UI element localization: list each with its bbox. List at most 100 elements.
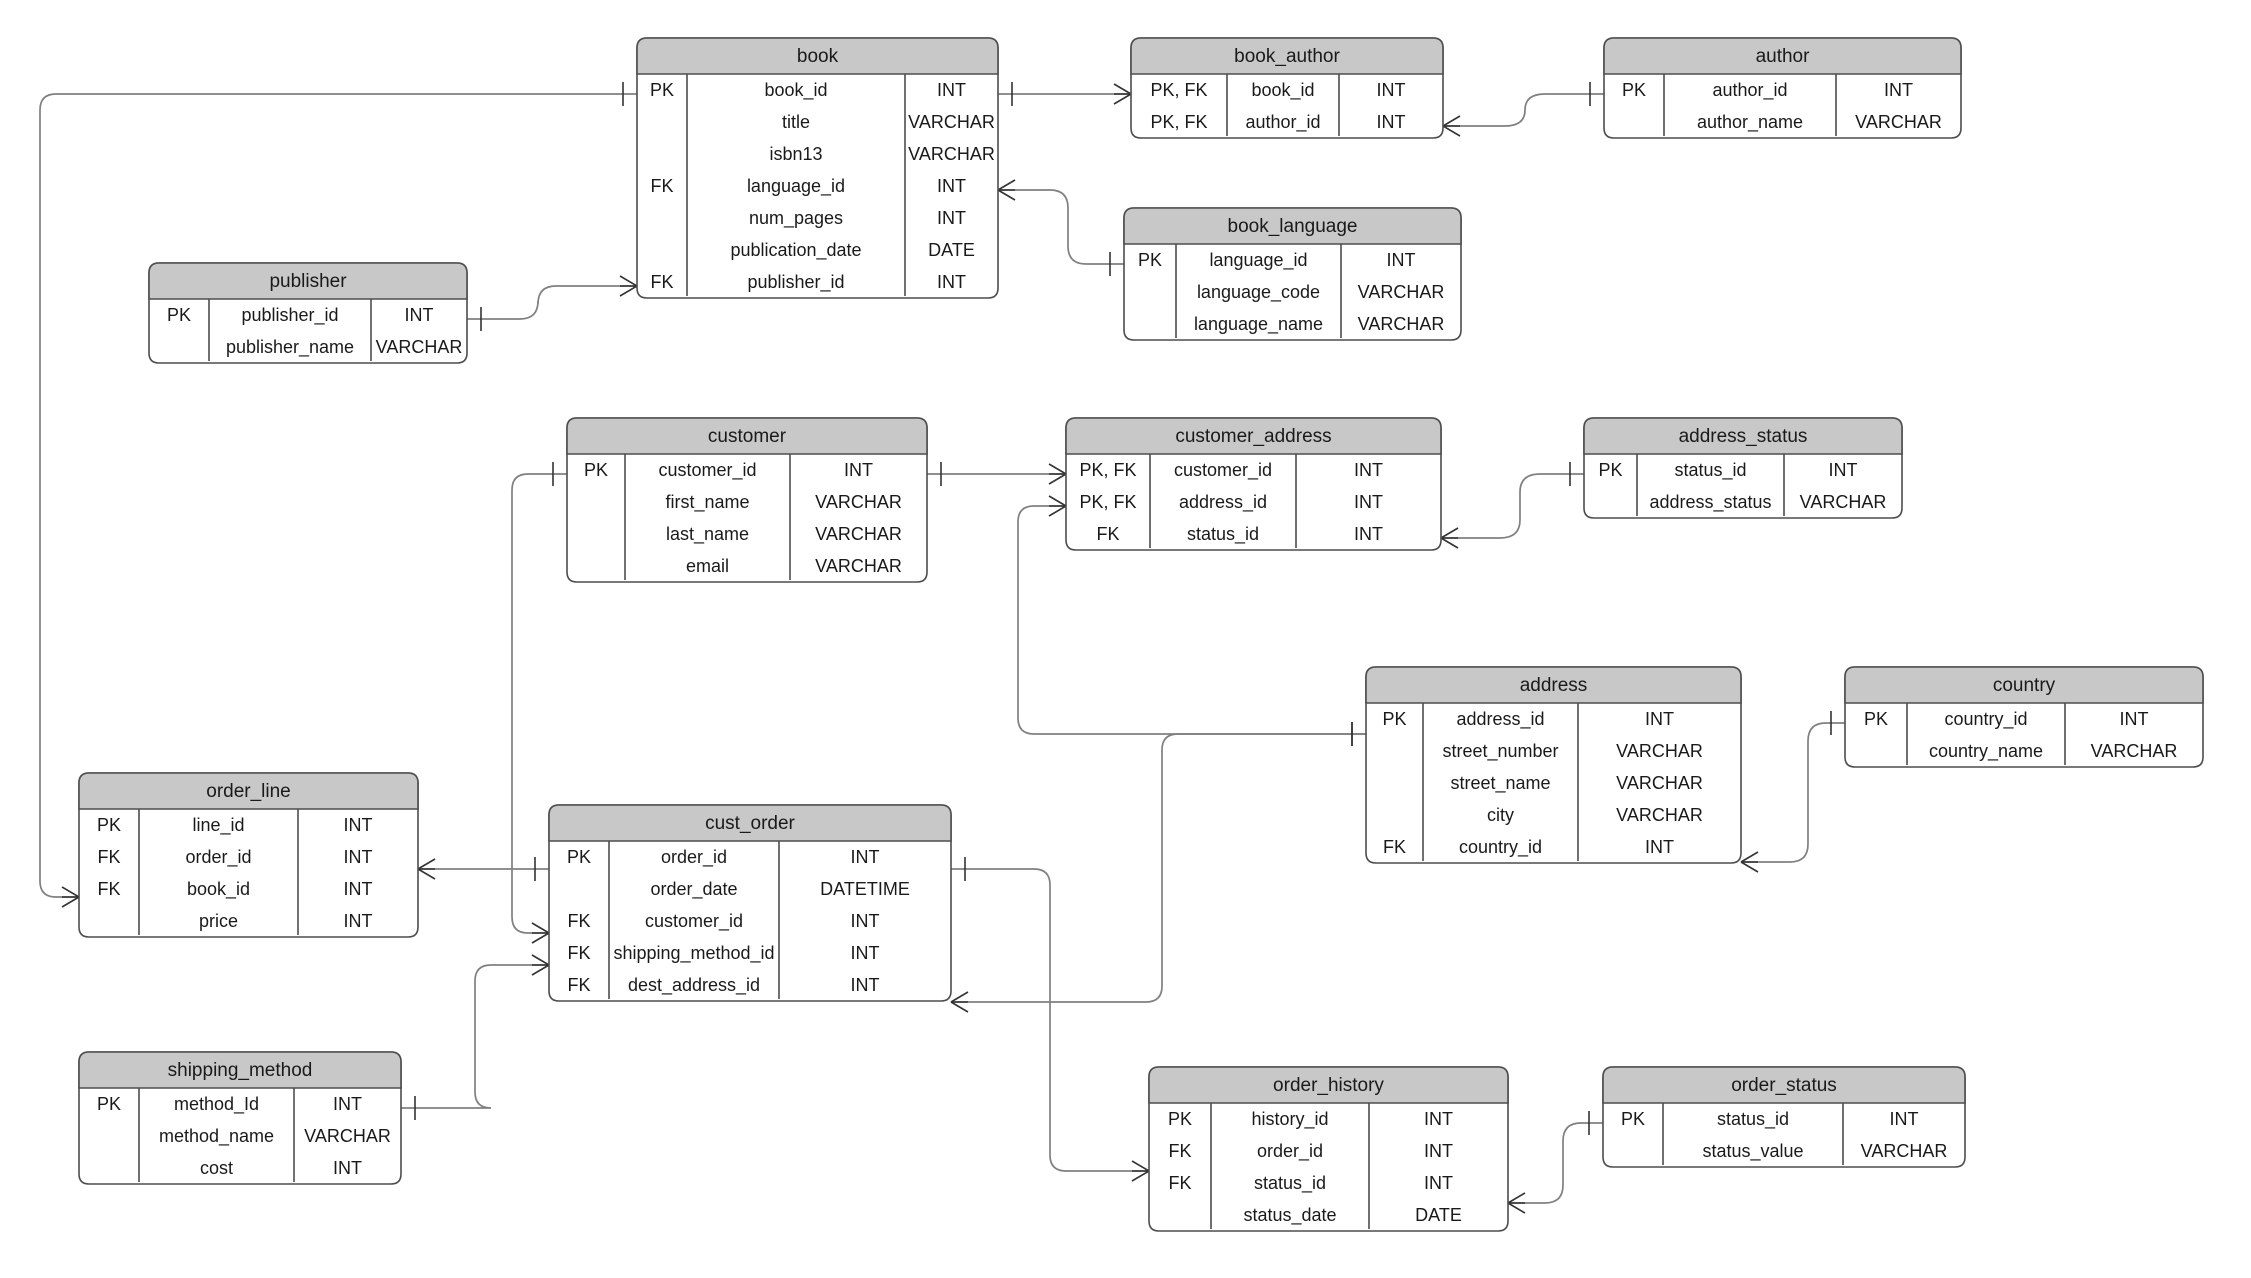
row-field-cell: status_value bbox=[1702, 1141, 1803, 1162]
relationship-link-customer_address-address[interactable] bbox=[1017, 505, 1366, 735]
row-type-cell: DATE bbox=[1415, 1205, 1462, 1225]
row-field-cell: last_name bbox=[666, 524, 749, 545]
row-field-cell: country_name bbox=[1929, 741, 2043, 762]
row-type-cell: INT bbox=[2120, 709, 2149, 729]
row-type-cell: VARCHAR bbox=[908, 112, 995, 132]
relationship-link-order_history-order_status[interactable] bbox=[1508, 1122, 1603, 1204]
row-key-cell: PK bbox=[97, 1094, 121, 1114]
table-title: book bbox=[797, 46, 839, 67]
cardinality-marker-many bbox=[531, 922, 550, 944]
row-key-cell: PK bbox=[1168, 1109, 1192, 1129]
table-header-band bbox=[566, 417, 928, 455]
table-header-band bbox=[148, 262, 468, 300]
table-header-band bbox=[1148, 1066, 1509, 1104]
relationship-link-cust_order-order_history[interactable] bbox=[951, 868, 1149, 1172]
relationship-link-address-country[interactable] bbox=[1741, 722, 1845, 863]
cardinality-marker-many bbox=[1113, 83, 1132, 105]
row-type-cell: VARCHAR bbox=[1358, 314, 1445, 334]
row-type-cell: INT bbox=[405, 305, 434, 325]
relationship-link-book_author-author[interactable] bbox=[1443, 93, 1604, 127]
row-key-cell: PK bbox=[1864, 709, 1888, 729]
relationship-link-customer-cust_order[interactable] bbox=[511, 473, 567, 934]
row-key-cell: PK, FK bbox=[1079, 460, 1136, 480]
cardinality-marker-many bbox=[61, 886, 80, 908]
table-title: cust_order bbox=[705, 813, 795, 834]
row-type-cell: INT bbox=[937, 208, 966, 228]
table-header-band bbox=[1603, 37, 1962, 75]
relationship-markers-layer bbox=[61, 82, 1832, 1214]
cardinality-marker-many bbox=[1048, 463, 1067, 485]
table-header-band bbox=[78, 1051, 402, 1089]
row-field-cell: publication_date bbox=[730, 240, 861, 261]
row-key-cell: PK bbox=[167, 305, 191, 325]
table-header-band bbox=[1602, 1066, 1966, 1104]
row-key-cell: PK bbox=[1382, 709, 1406, 729]
relationship-link-shipping_method-cust_order[interactable] bbox=[401, 964, 549, 1109]
table-row: PK publisher_id INT bbox=[167, 305, 434, 326]
table-title: book_language bbox=[1228, 216, 1358, 237]
row-field-cell: isbn13 bbox=[769, 144, 822, 164]
row-type-cell: INT bbox=[1645, 837, 1674, 857]
table-header-band bbox=[1065, 417, 1442, 455]
row-field-cell: method_Id bbox=[174, 1094, 259, 1115]
row-field-cell: publisher_name bbox=[226, 337, 354, 358]
row-field-cell: country_id bbox=[1459, 837, 1542, 858]
row-type-cell: VARCHAR bbox=[815, 556, 902, 576]
row-field-cell: author_id bbox=[1245, 112, 1320, 133]
relationship-links-layer bbox=[39, 93, 1845, 1204]
row-field-cell: status_id bbox=[1187, 524, 1259, 545]
relationship-link-book-order_line[interactable] bbox=[39, 93, 637, 898]
row-field-cell: publisher_id bbox=[241, 305, 338, 326]
relationship-link-address-cust_order[interactable] bbox=[951, 733, 1366, 1003]
row-type-cell: INT bbox=[1354, 460, 1383, 480]
relationship-link-publisher-book[interactable] bbox=[467, 285, 637, 320]
row-type-cell: INT bbox=[1424, 1173, 1453, 1193]
cardinality-marker-many bbox=[1740, 851, 1759, 873]
cardinality-marker-many bbox=[1048, 495, 1067, 517]
relationship-link-customer_address-address_status[interactable] bbox=[1441, 473, 1584, 539]
cardinality-marker-many bbox=[619, 275, 638, 297]
row-field-cell: author_id bbox=[1712, 80, 1787, 101]
relationship-link-book-book_language[interactable] bbox=[998, 189, 1124, 265]
row-key-cell: PK bbox=[567, 847, 591, 867]
row-type-cell: INT bbox=[851, 911, 880, 931]
row-type-cell: INT bbox=[344, 847, 373, 867]
row-field-cell: city bbox=[1487, 805, 1514, 825]
row-field-cell: cost bbox=[200, 1158, 233, 1178]
row-field-cell: address_id bbox=[1456, 709, 1544, 730]
row-field-cell: status_id bbox=[1717, 1109, 1789, 1130]
table-header-band bbox=[1583, 417, 1903, 455]
row-type-cell: INT bbox=[1387, 250, 1416, 270]
row-key-cell: PK, FK bbox=[1079, 492, 1136, 512]
table-title: author bbox=[1756, 46, 1811, 67]
row-field-cell: language_id bbox=[747, 176, 845, 197]
row-key-cell: PK, FK bbox=[1150, 80, 1207, 100]
